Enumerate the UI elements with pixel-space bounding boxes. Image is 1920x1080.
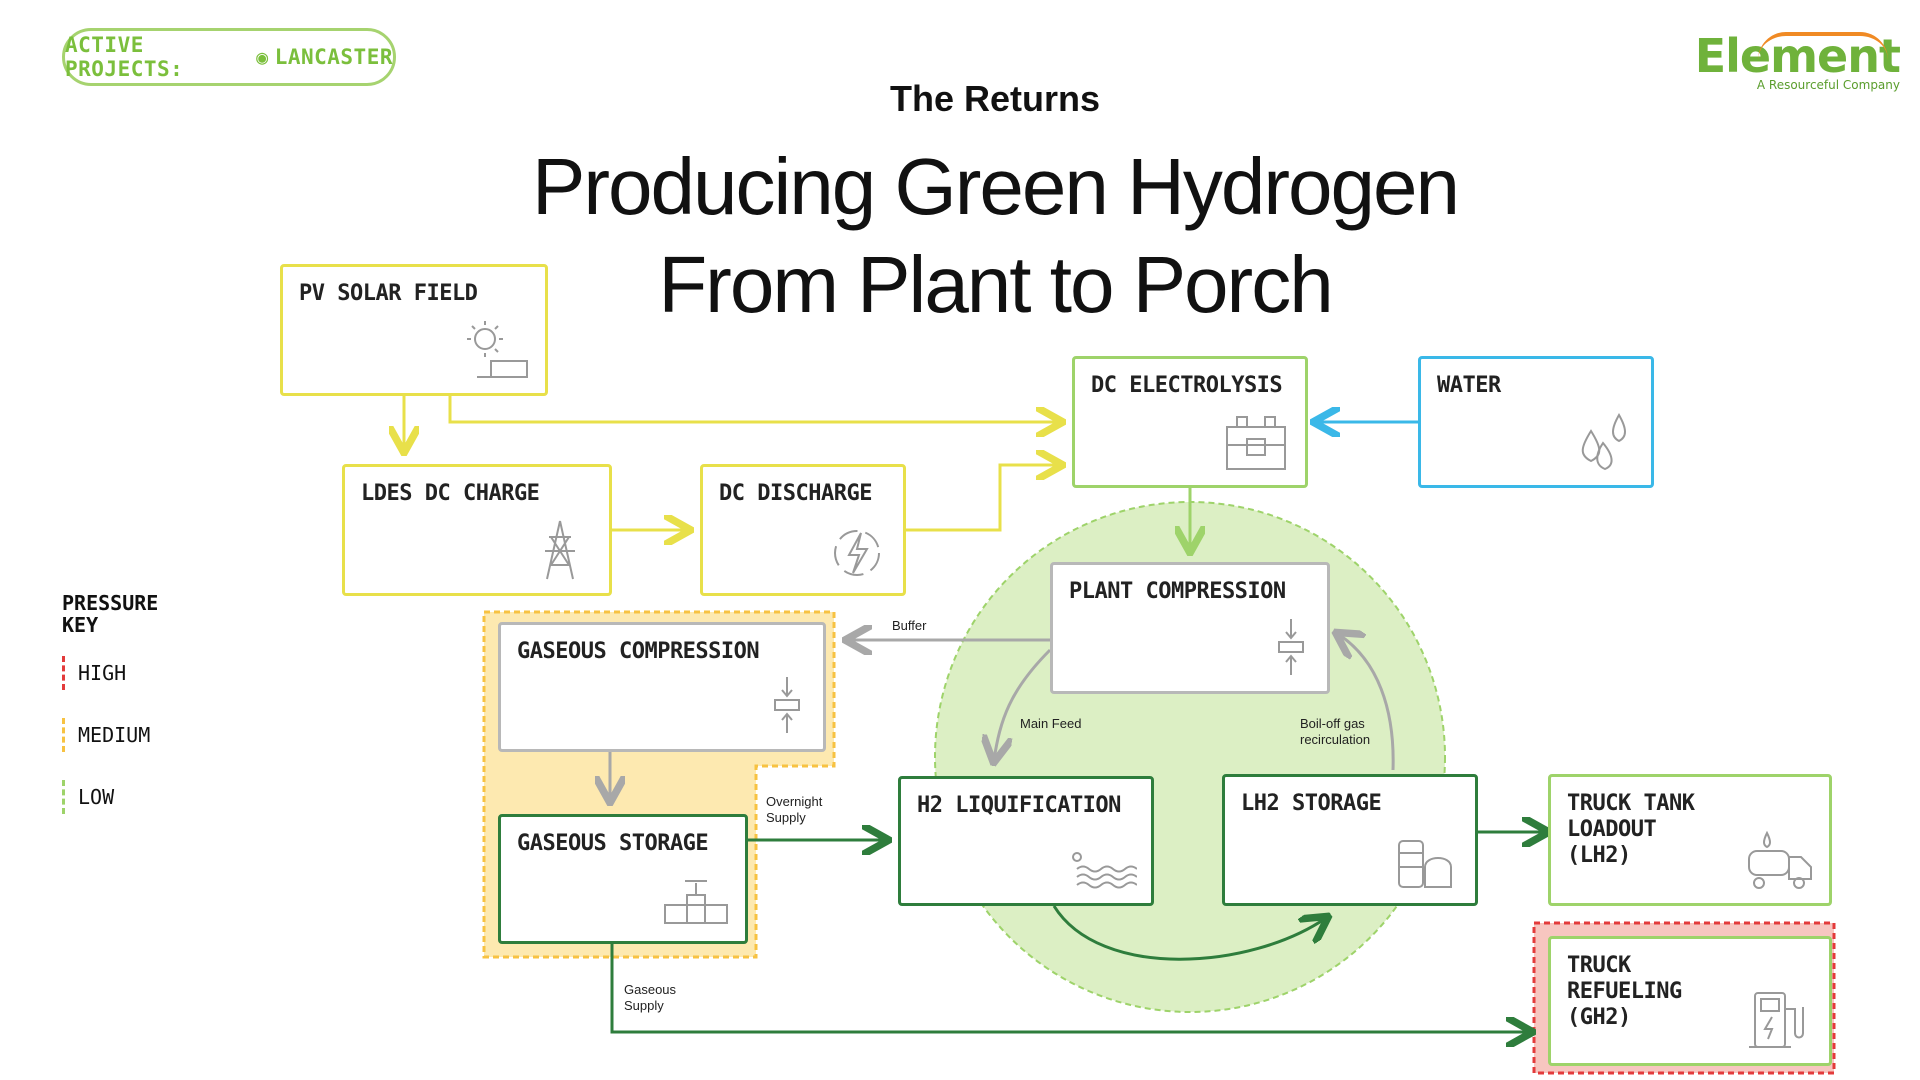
node-label: DC DISCHARGE: [719, 481, 872, 506]
flow-label-buffer: Buffer: [892, 618, 927, 633]
node-water: WATER: [1418, 356, 1654, 488]
node-label: PLANT COMPRESSION: [1069, 579, 1286, 604]
badge-location: LANCASTER: [274, 45, 393, 69]
logo-tagline: A Resourceful Company: [1756, 78, 1900, 92]
element-logo: Element A Resourceful Company: [1690, 30, 1901, 100]
flow-label-overnight: Overnight Supply: [766, 794, 823, 825]
logo-arc-icon: [1758, 32, 1888, 60]
node-label: PV SOLAR FIELD: [299, 281, 478, 306]
active-projects-badge[interactable]: ACTIVE PROJECTS: ◉ LANCASTER: [62, 28, 396, 86]
eyebrow-heading: The Returns: [889, 78, 1101, 119]
node-gaseous-compression: GASEOUS COMPRESSION: [498, 622, 826, 752]
title-line-1: Producing Green Hydrogen: [532, 142, 1460, 231]
node-lh2-storage: LH2 STORAGE: [1222, 774, 1478, 906]
pressure-key-high: HIGH: [62, 656, 202, 690]
node-ldes-dc-charge: LDES DC CHARGE: [342, 464, 612, 596]
medium-swatch: [62, 718, 65, 752]
electrolyzer-icon: [1226, 416, 1286, 470]
badge-label: ACTIVE PROJECTS:: [65, 33, 184, 81]
node-pv-solar-field: PV SOLAR FIELD: [280, 264, 548, 396]
page-title: Producing Green Hydrogen From Plant to P…: [0, 138, 1920, 334]
high-swatch: [62, 656, 65, 690]
water-drops-icon: [1581, 412, 1626, 471]
tanker-truck-icon: [1748, 830, 1812, 889]
title-line-2: From Plant to Porch: [658, 240, 1333, 329]
node-label: TRUCK REFUELING (GH2): [1567, 953, 1682, 1030]
pressure-key-low: LOW: [62, 780, 202, 814]
power-tower-icon: [545, 520, 575, 580]
pressure-level-label: LOW: [78, 785, 115, 809]
node-label: GASEOUS COMPRESSION: [517, 639, 760, 664]
node-truck-refueling: TRUCK REFUELING (GH2): [1548, 936, 1832, 1066]
node-label: TRUCK TANK LOADOUT (LH2): [1567, 791, 1695, 868]
node-truck-tank-loadout: TRUCK TANK LOADOUT (LH2): [1548, 774, 1832, 906]
node-label: LDES DC CHARGE: [361, 481, 540, 506]
fuel-pump-icon: [1749, 992, 1804, 1048]
node-dc-electrolysis: DC ELECTROLYSIS: [1072, 356, 1308, 488]
pressure-level-label: MEDIUM: [78, 723, 151, 747]
flow-label-main-feed: Main Feed: [1020, 716, 1082, 731]
map-pin-icon: ◉: [256, 45, 269, 69]
node-dc-discharge: DC DISCHARGE: [700, 464, 906, 596]
storage-tanks-icon: [1398, 840, 1452, 888]
node-label: H2 LIQUIFICATION: [917, 793, 1121, 818]
node-gaseous-storage: GASEOUS STORAGE: [498, 814, 748, 944]
node-label: LH2 STORAGE: [1241, 791, 1382, 816]
flow-label-boiloff: Boil-off gas recirculation: [1300, 716, 1371, 747]
pressure-key-medium: MEDIUM: [62, 718, 202, 752]
solar-panel-icon: [467, 321, 528, 378]
compression-icon: [774, 677, 800, 733]
valve-pipe-icon: [664, 880, 728, 924]
lightning-bolt-icon: [834, 530, 880, 576]
node-label: DC ELECTROLYSIS: [1091, 373, 1283, 398]
pressure-key-legend: PRESSURE KEY HIGH MEDIUM LOW: [62, 592, 202, 814]
liquid-waves-icon: [1072, 852, 1137, 889]
node-label: WATER: [1437, 373, 1501, 398]
low-swatch: [62, 780, 65, 814]
compression-icon: [1278, 619, 1304, 675]
pressure-level-label: HIGH: [78, 661, 127, 685]
flow-label-gaseous-supply: Gaseous Supply: [624, 982, 677, 1013]
node-h2-liquification: H2 LIQUIFICATION: [898, 776, 1154, 906]
node-plant-compression: PLANT COMPRESSION: [1050, 562, 1330, 694]
pressure-key-title: PRESSURE KEY: [62, 591, 159, 637]
node-label: GASEOUS STORAGE: [517, 831, 709, 856]
